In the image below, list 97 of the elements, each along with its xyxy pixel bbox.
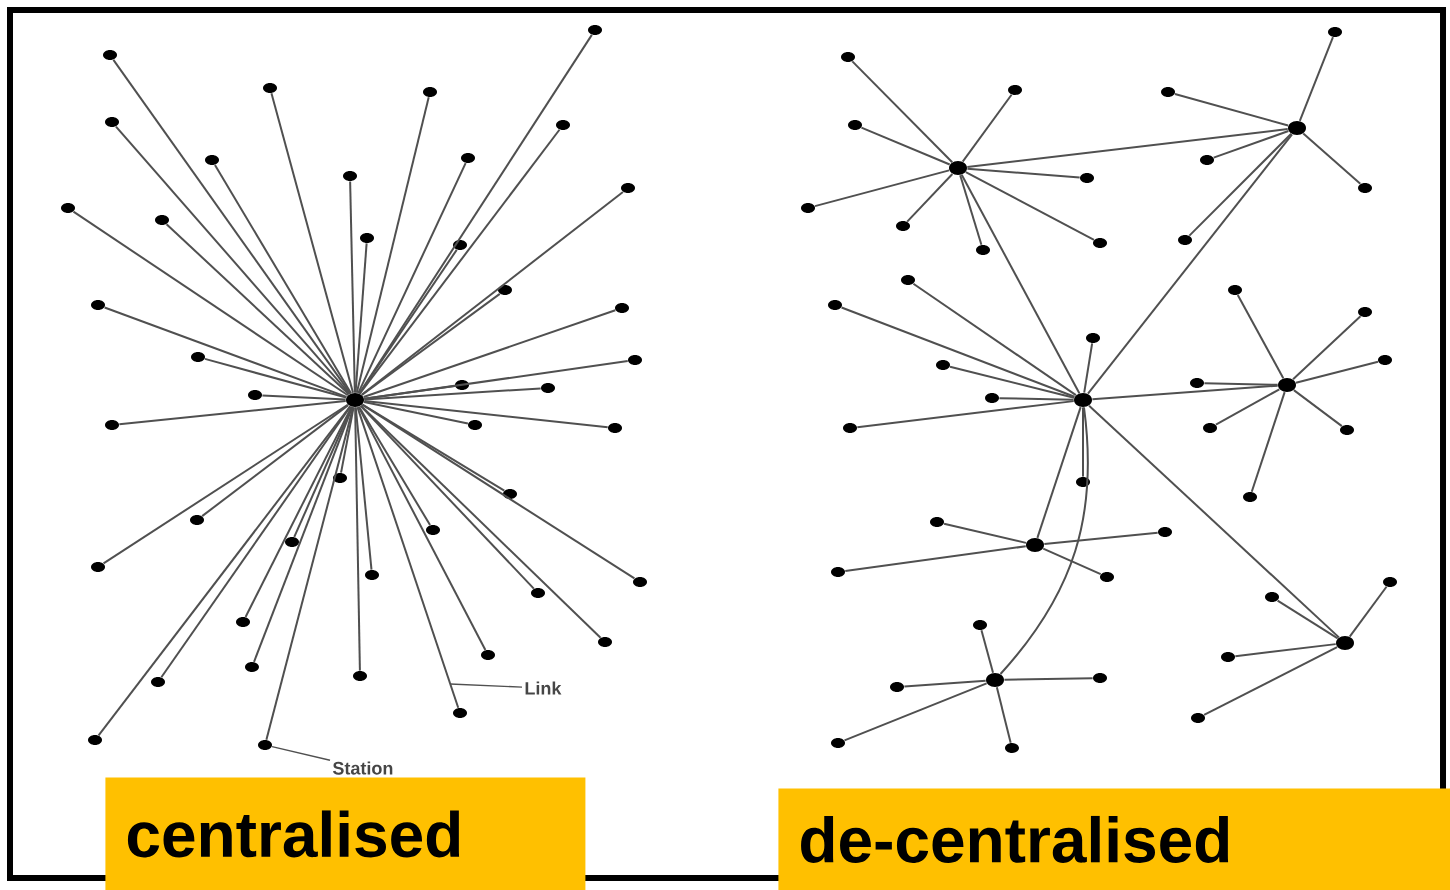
- link-line: [844, 545, 1027, 572]
- link-line: [357, 162, 467, 395]
- link-line: [362, 309, 617, 399]
- link-line: [903, 679, 987, 688]
- link-line: [201, 404, 350, 518]
- hub-dot: [1026, 538, 1044, 552]
- leader-line: [449, 683, 523, 688]
- link-line: [1212, 130, 1290, 159]
- link-line: [1086, 133, 1294, 395]
- link-line: [1003, 677, 1094, 681]
- link-line: [363, 360, 629, 400]
- link-line: [960, 173, 1081, 395]
- link-line: [1294, 360, 1380, 384]
- link-line: [165, 223, 350, 396]
- link-line: [361, 403, 636, 580]
- link-line: [354, 406, 373, 571]
- link-line: [856, 400, 1075, 429]
- link-line: [1348, 585, 1388, 638]
- link-line: [270, 92, 355, 394]
- link-line: [961, 93, 1013, 163]
- link-line: [244, 405, 353, 618]
- link-line: [1292, 315, 1362, 381]
- link-line: [1276, 599, 1339, 640]
- link-line: [1083, 342, 1094, 394]
- link-line: [906, 172, 954, 223]
- link-line: [1173, 92, 1290, 127]
- link-line: [354, 406, 361, 672]
- link-line: [1088, 404, 1340, 639]
- link-line: [1043, 531, 1159, 546]
- link-line: [253, 406, 354, 663]
- link-line: [356, 406, 460, 709]
- link-line: [1188, 132, 1293, 237]
- link-line: [357, 405, 487, 651]
- link-line: [1203, 382, 1279, 386]
- link-line: [966, 167, 1081, 179]
- callout-label: Station: [332, 761, 393, 775]
- link-line: [840, 306, 1076, 398]
- link-line: [966, 128, 1289, 168]
- link-line: [358, 405, 432, 527]
- leader-line: [271, 745, 331, 761]
- hub-dot: [1288, 121, 1306, 135]
- hub-dot: [986, 673, 1004, 687]
- hub-dot: [346, 393, 364, 407]
- link-line: [97, 405, 352, 737]
- link-line: [1234, 643, 1337, 658]
- link-line: [943, 522, 1027, 544]
- link-line: [1091, 384, 1279, 401]
- link-line: [102, 403, 349, 565]
- link-line: [949, 365, 1076, 399]
- link-line: [203, 357, 348, 399]
- link-line: [358, 248, 458, 395]
- link-line: [363, 400, 469, 425]
- link-line: [995, 686, 1012, 744]
- link-line: [261, 394, 347, 401]
- link-line: [103, 306, 348, 398]
- hub-dot: [1336, 636, 1354, 650]
- link-line: [980, 629, 995, 674]
- link-line: [213, 163, 352, 395]
- callout-label: Link: [525, 681, 562, 695]
- link-line: [358, 128, 561, 395]
- title-banner: de-centralised: [778, 788, 1450, 890]
- link-line: [1042, 547, 1102, 576]
- link-line: [860, 126, 951, 166]
- link-line: [360, 190, 624, 396]
- link-line: [360, 292, 501, 396]
- link-line: [843, 682, 988, 742]
- link-line: [1214, 388, 1281, 426]
- link-line: [118, 399, 347, 426]
- link-line: [964, 171, 1095, 241]
- hub-dot: [1278, 378, 1296, 392]
- link-line: [359, 404, 602, 639]
- link-line: [999, 406, 1089, 675]
- link-line: [355, 96, 430, 394]
- link-line: [1203, 646, 1339, 716]
- hub-dot: [1074, 393, 1092, 407]
- link-line: [851, 60, 954, 164]
- link-line: [354, 242, 368, 394]
- link-line: [265, 406, 355, 741]
- link-line: [349, 180, 356, 394]
- link-line: [1250, 391, 1286, 493]
- link-line: [363, 387, 542, 401]
- hub-dot: [949, 161, 967, 175]
- link-line: [912, 282, 1077, 397]
- link-line: [115, 125, 351, 395]
- link-line: [72, 210, 349, 397]
- link-line: [1082, 406, 1084, 478]
- link-line: [1298, 36, 1334, 122]
- link-line: [1302, 132, 1362, 185]
- link-line: [813, 169, 951, 208]
- link-line: [998, 397, 1075, 401]
- link-line: [959, 174, 983, 246]
- link-line: [363, 385, 456, 400]
- title-banner: centralised: [105, 777, 586, 890]
- link-line: [363, 400, 609, 429]
- link-line: [1292, 389, 1343, 428]
- link-line: [1236, 294, 1285, 380]
- link-line: [1036, 406, 1082, 539]
